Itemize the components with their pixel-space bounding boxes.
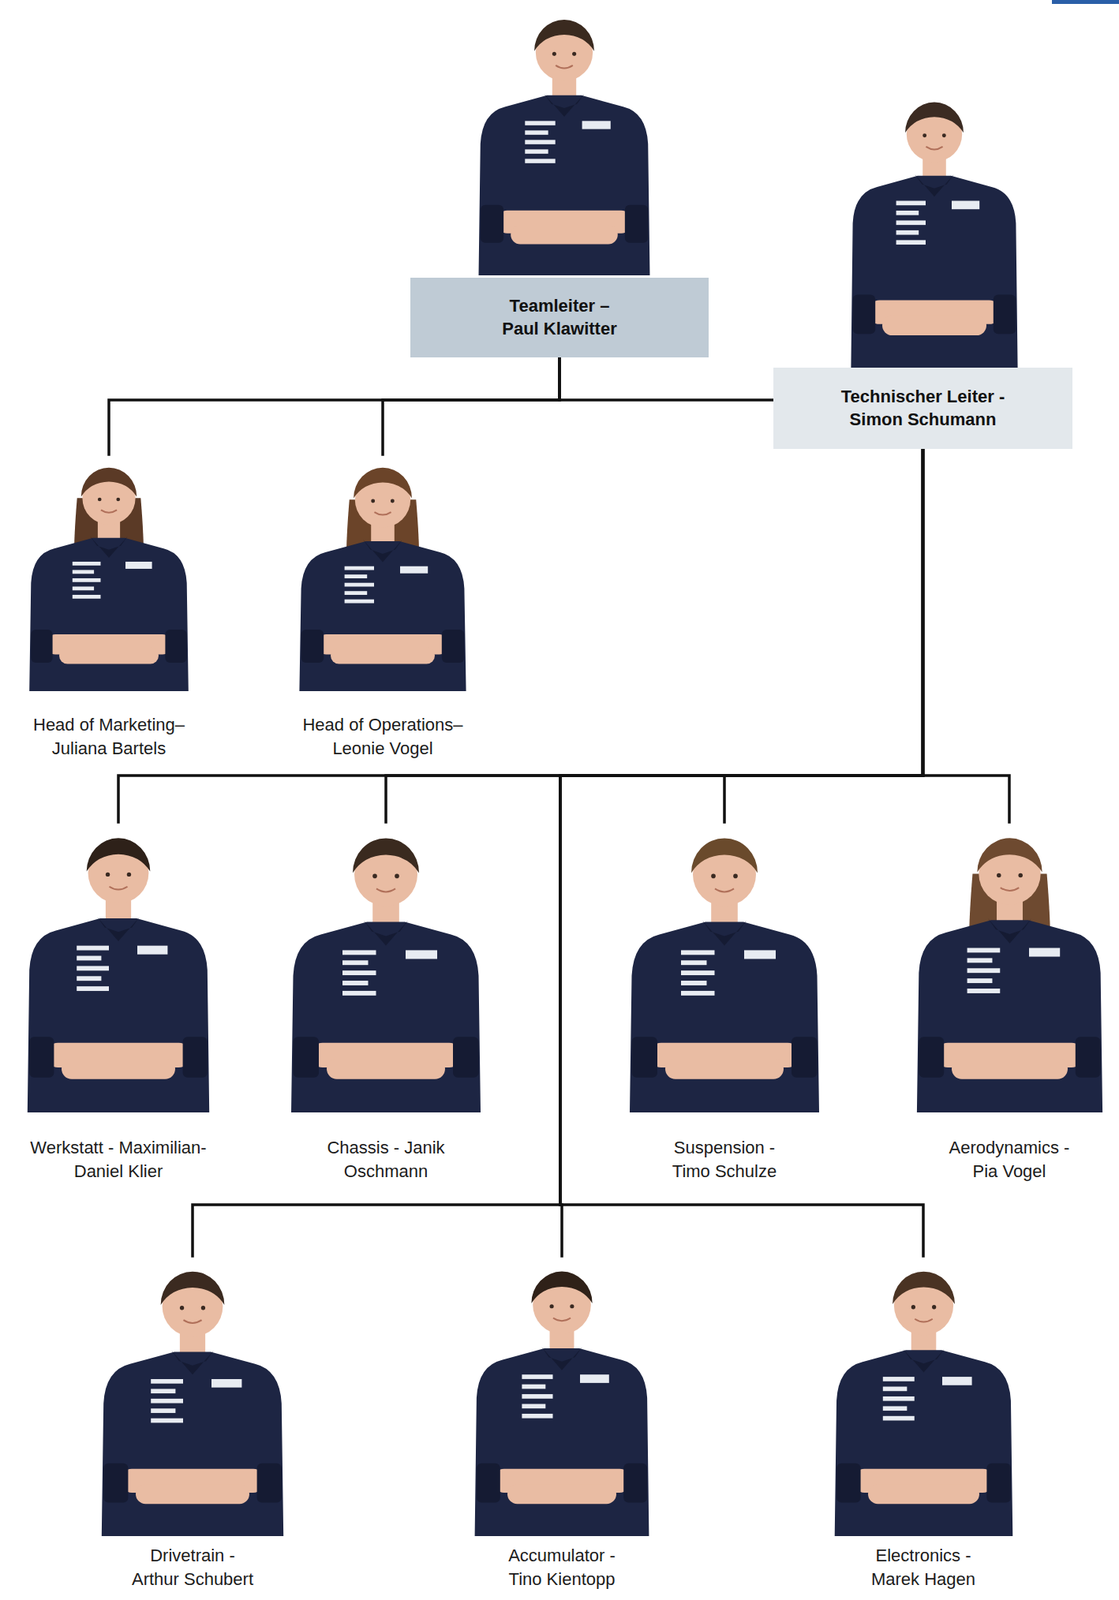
team-member: Suspension - Timo Schulze — [625, 822, 824, 1183]
org-connector — [923, 449, 1011, 823]
member-photo — [23, 822, 214, 1113]
portrait-photo — [479, 19, 651, 276]
member-caption: Head of Marketing– Juliana Bartels — [32, 713, 186, 760]
member-caption: Drivetrain - Arthur Schubert — [130, 1544, 255, 1591]
person-figure — [850, 102, 1018, 368]
role-box: Technischer Leiter - Simon Schumann — [773, 367, 1073, 450]
member-caption: Aerodynamics - Pia Vogel — [948, 1136, 1071, 1183]
member-photo — [913, 822, 1107, 1113]
portrait-photo — [850, 102, 1018, 368]
person-figure — [629, 838, 820, 1113]
corner-bar — [1051, 0, 1119, 4]
org-connector — [382, 357, 560, 455]
member-photo — [287, 822, 485, 1113]
member-caption: Head of Operations– Leonie Vogel — [301, 713, 465, 760]
team-member: Drivetrain - Arthur Schubert — [97, 1256, 288, 1591]
member-caption: Accumulator - Tino Kientopp — [507, 1544, 617, 1591]
person-figure — [27, 838, 210, 1113]
team-member: Accumulator - Tino Kientopp — [471, 1256, 653, 1591]
org-connector — [108, 357, 560, 455]
member-caption: Chassis - Janik Oschmann — [320, 1136, 452, 1183]
member-photo — [471, 1256, 653, 1537]
org-connector — [385, 449, 924, 823]
person-figure — [29, 467, 189, 692]
person-figure — [101, 1272, 284, 1537]
person-figure — [479, 19, 651, 276]
team-member: Aerodynamics - Pia Vogel — [913, 822, 1107, 1183]
org-connector — [724, 449, 924, 823]
member-photo — [97, 1256, 288, 1537]
person-figure — [475, 1272, 650, 1537]
role-title: Technischer Leiter - Simon Schumann — [840, 385, 1007, 431]
role-box: Teamleiter – Paul Klawitter — [410, 277, 709, 358]
person-figure — [916, 838, 1102, 1113]
person-figure — [291, 838, 481, 1113]
team-member: Electronics - Marek Hagen — [830, 1256, 1017, 1591]
person-figure — [834, 1272, 1013, 1537]
team-member: Head of Operations– Leonie Vogel — [295, 454, 470, 760]
org-connector — [118, 449, 924, 823]
member-photo — [295, 454, 470, 692]
member-caption: Electronics - Marek Hagen — [870, 1544, 977, 1591]
org-connector — [560, 449, 924, 1257]
member-photo — [625, 822, 824, 1113]
team-member: Werkstatt - Maximilian-Daniel Klier — [23, 822, 214, 1183]
org-connector — [192, 449, 924, 1257]
org-connector — [560, 449, 924, 1257]
member-caption: Werkstatt - Maximilian-Daniel Klier — [29, 1136, 208, 1183]
member-caption: Suspension - Timo Schulze — [671, 1136, 779, 1183]
role-title: Teamleiter – Paul Klawitter — [501, 295, 618, 341]
person-figure — [299, 467, 466, 692]
member-photo — [26, 454, 192, 692]
member-photo — [830, 1256, 1017, 1537]
team-member: Chassis - Janik Oschmann — [287, 822, 485, 1183]
org-connector — [559, 357, 774, 401]
team-member: Head of Marketing– Juliana Bartels — [26, 454, 192, 760]
